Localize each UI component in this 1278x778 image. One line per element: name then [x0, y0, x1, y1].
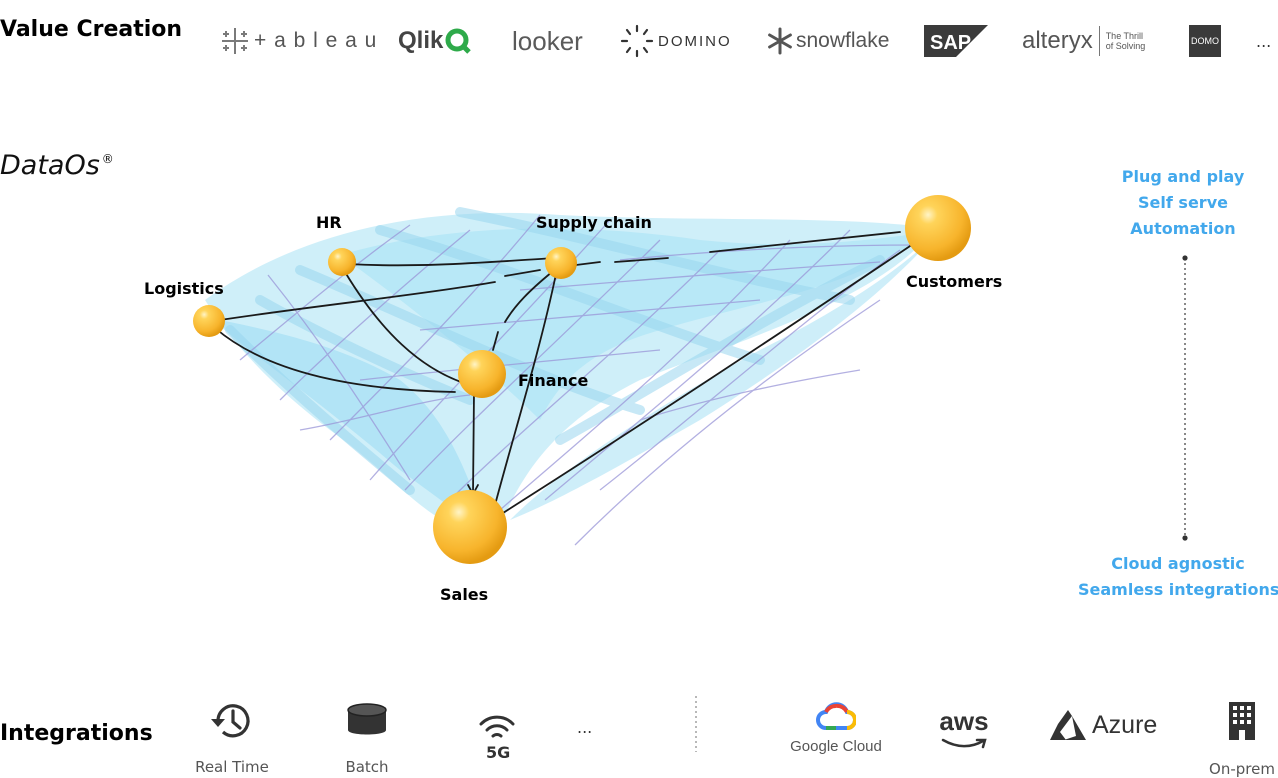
node-connections — [214, 231, 926, 519]
domino-ring-icon — [620, 24, 654, 58]
logistics-node[interactable] — [193, 305, 225, 337]
hr-node[interactable] — [328, 248, 356, 276]
snowflake-logo: snowflake — [766, 16, 889, 66]
customers-label: Customers — [906, 272, 1002, 291]
sap-badge: SAP — [924, 25, 988, 57]
feature-connector-dot-bottom — [1182, 535, 1188, 541]
history-icon — [211, 704, 250, 738]
integration-aws[interactable]: aws — [934, 708, 994, 753]
supply-chain-node[interactable] — [545, 247, 577, 279]
feature-automation: Automation — [1130, 219, 1236, 238]
aws-smile-icon — [941, 738, 987, 749]
database-icon — [347, 703, 387, 735]
finance-label: Finance — [518, 371, 588, 390]
mesh-fabric — [205, 207, 935, 546]
features-bottom: Cloud agnostic Seamless integrations — [1078, 551, 1278, 603]
domo-logo: DOMO — [1189, 16, 1221, 66]
integrations-title: Integrations — [0, 721, 153, 746]
integration-real-time[interactable]: Real Time — [192, 698, 272, 776]
building-icon — [1229, 702, 1255, 740]
domino-logo: DOMINO — [620, 16, 732, 66]
feature-plug-and-play: Plug and play — [1121, 167, 1245, 186]
alteryx-divider — [1098, 26, 1100, 56]
sales-node[interactable] — [433, 490, 507, 564]
qlik-logo: Qlik — [398, 16, 472, 66]
integration-on-prem[interactable]: On-prem — [1206, 700, 1278, 778]
customers-node[interactable] — [905, 195, 971, 261]
feature-connector-dot-top — [1182, 255, 1188, 261]
finance-node[interactable] — [458, 350, 506, 398]
sap-logo: SAP — [924, 16, 988, 66]
svg-text:5G: 5G — [486, 743, 510, 762]
dataos-title: DataOs® — [0, 150, 114, 181]
google-cloud-icon — [816, 702, 857, 730]
hr-label: HR — [316, 213, 342, 232]
feature-self-serve: Self serve — [1138, 193, 1228, 212]
feature-seamless-integrations: Seamless integrations — [1078, 580, 1278, 599]
integration-5g[interactable]: 5G — [472, 712, 522, 766]
value-creation-title: Value Creation — [0, 17, 183, 42]
alteryx-logo: alteryx The Thrill of Solving — [1022, 26, 1146, 56]
sales-label: Sales — [440, 585, 488, 604]
integration-azure[interactable]: Azure — [1048, 708, 1158, 742]
feature-cloud-agnostic: Cloud agnostic — [1111, 554, 1245, 573]
supply-chain-label: Supply chain — [536, 213, 652, 232]
more-integrations-ellipsis[interactable]: ... — [577, 718, 593, 737]
qlik-q-icon — [445, 28, 472, 54]
tableau-logo: + a b l e a u — [218, 16, 377, 66]
looker-logo: looker — [512, 25, 583, 56]
5g-icon: 5G — [479, 715, 515, 762]
snowflake-icon — [768, 27, 792, 55]
features-top: Plug and play Self serve Automation — [1083, 164, 1278, 242]
tableau-cross-icon — [222, 28, 248, 54]
more-logos-ellipsis[interactable]: ... — [1256, 31, 1272, 51]
partner-logo-row: + a b l e a u Qlik looker DOMINO — [210, 16, 1278, 66]
diagram-nodes — [193, 195, 971, 564]
integration-batch[interactable]: Batch — [327, 700, 407, 776]
svg-text:SAP: SAP — [930, 32, 971, 54]
integration-google-cloud[interactable]: Google Cloud — [786, 702, 886, 755]
azure-icon — [1050, 710, 1086, 740]
logistics-label: Logistics — [144, 279, 224, 298]
